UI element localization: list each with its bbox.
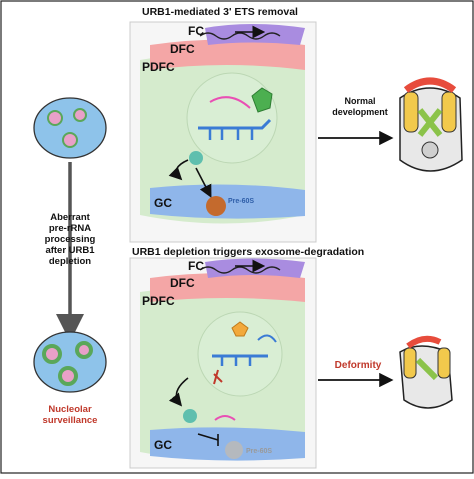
- bottom-panel-title: URB1 depletion triggers exosome-degradat…: [132, 246, 365, 258]
- top-outcome-label: Normal development: [332, 96, 388, 117]
- normal-skull-illustration: [399, 77, 463, 172]
- bottom-nucleolus-panel: [129, 257, 317, 469]
- bottom-gc-label: GC: [154, 438, 172, 452]
- bottom-pre60s-particle-greyed: [225, 441, 243, 459]
- top-curved-arrow: [168, 159, 189, 181]
- bottom-block-line: [197, 433, 219, 446]
- bottom-rrna-branches: [220, 356, 252, 366]
- top-subunit-blob: [189, 151, 203, 165]
- nucleus-depleted: [33, 331, 107, 393]
- top-nucleolus-panel: [129, 21, 317, 243]
- top-pre60s-label: Pre-60S: [228, 198, 255, 205]
- nucleolar-surveillance-label: Nucleolar surveillance: [42, 404, 98, 426]
- top-urb1-complex: [251, 87, 273, 113]
- top-pdfc-label: PDFC: [142, 60, 175, 74]
- bottom-rrna-loop: [257, 334, 277, 343]
- bottom-outcome-label: Deformity: [334, 360, 382, 371]
- top-rrna-pathway: [198, 118, 272, 130]
- bottom-dfc-region: [150, 273, 305, 302]
- top-to-pre60s-arrow: [195, 167, 212, 198]
- bottom-curved-arrow: [168, 377, 189, 407]
- deformed-skull-illustration: [399, 335, 453, 409]
- side-process-label: Aberrant pre-rRNA processing after URB1 …: [44, 212, 96, 267]
- top-dfc-label: DFC: [170, 42, 195, 56]
- top-processing-circle: [186, 72, 278, 164]
- top-gc-region: [150, 184, 305, 219]
- top-panel-title: URB1-mediated 3' ETS removal: [142, 6, 298, 18]
- top-fc-label: FC: [188, 24, 204, 38]
- top-dfc-region: [150, 39, 305, 70]
- bottom-orange-factor: [231, 321, 249, 337]
- bottom-pre60s-label: Pre-60S: [246, 448, 273, 455]
- top-rrna-branches: [208, 128, 254, 140]
- bottom-processing-circle: [197, 311, 283, 397]
- bottom-pdfc-label: PDFC: [142, 294, 175, 308]
- bottom-rrna-strand: [199, 266, 281, 274]
- top-ets-fragment: [209, 96, 251, 109]
- top-fc-region: [205, 24, 305, 45]
- top-pre60s-particle: [206, 196, 226, 216]
- top-rrna-strand: [199, 32, 281, 40]
- top-gc-label: GC: [154, 196, 172, 210]
- nucleus-normal: [33, 97, 107, 159]
- bottom-inhibition-mark: [213, 369, 223, 385]
- bottom-fc-label: FC: [188, 259, 204, 273]
- bottom-degraded-fragment: [214, 415, 236, 421]
- bottom-dfc-label: DFC: [170, 276, 195, 290]
- bottom-subunit-blob: [183, 409, 197, 423]
